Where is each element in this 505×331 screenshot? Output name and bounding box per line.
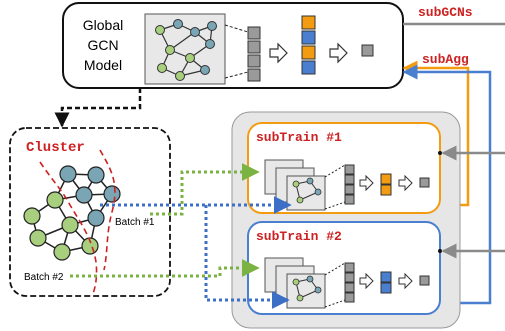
subagg-blue-line xyxy=(402,64,492,305)
hollow-arrow-icon xyxy=(329,42,348,64)
global-model-line1: Global xyxy=(83,17,123,33)
subgcns-label: subGCNs xyxy=(418,5,473,20)
partition-curve xyxy=(39,161,98,297)
partition-curve xyxy=(99,149,116,271)
batch2-to-subtrain2-green xyxy=(70,259,260,278)
global-feature-column xyxy=(247,26,261,82)
hollow-arrow-icon xyxy=(269,42,288,64)
global-graph-nodes xyxy=(155,19,217,81)
hollow-arrow-icon xyxy=(359,174,374,192)
global-model-line3: Model xyxy=(84,57,122,73)
batch2-label: Batch #2 xyxy=(24,272,64,283)
hollow-arrow-icon xyxy=(398,174,413,192)
global-model-line2: GCN xyxy=(87,37,118,53)
subtrain2-title: subTrain #2 xyxy=(256,229,342,244)
batch1-label: Batch #1 xyxy=(115,217,155,228)
subagg-label: subAgg xyxy=(422,52,469,67)
cluster-graph-nodes xyxy=(23,165,121,261)
global-gcn-model: Global GCN Model xyxy=(62,2,404,89)
global-output-square xyxy=(361,44,374,57)
global-to-cluster-arrow xyxy=(54,88,142,128)
cluster-box: Cluster xyxy=(9,127,171,297)
subtrain1-title: subTrain #1 xyxy=(256,130,342,145)
batch1-to-subtrain2-blue xyxy=(204,205,290,309)
cluster-label: Cluster xyxy=(26,140,85,156)
subtrain1-box: subTrain #1 xyxy=(247,122,442,214)
hollow-arrow-icon xyxy=(398,272,413,290)
subtrain2-box: subTrain #2 xyxy=(247,221,442,315)
global-output-column xyxy=(301,15,316,75)
hollow-arrow-icon xyxy=(359,272,374,290)
